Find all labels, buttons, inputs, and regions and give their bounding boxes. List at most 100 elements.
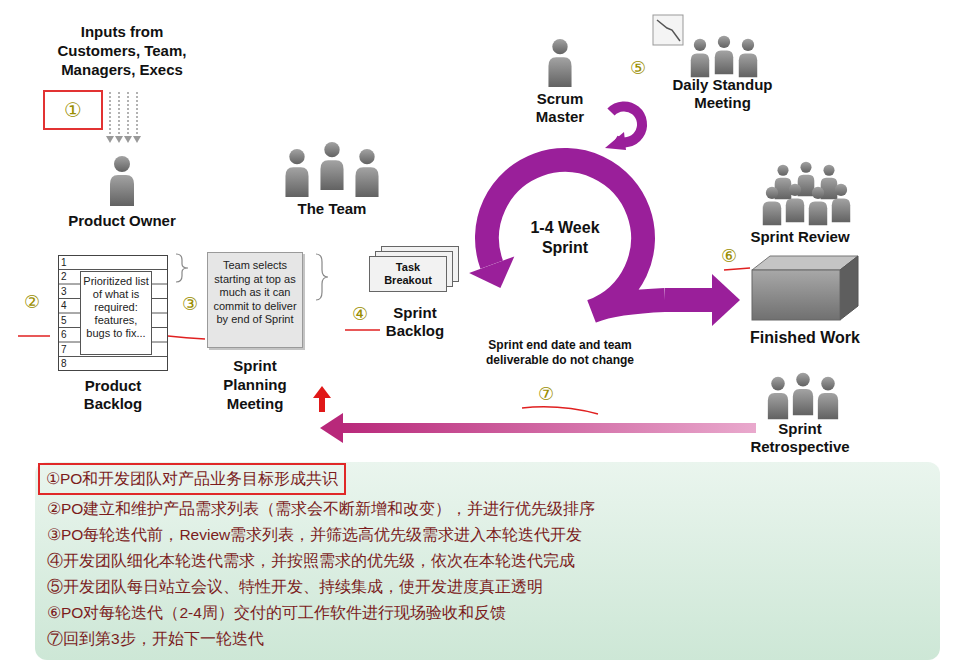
highlight-box: ①PO和开发团队对产品业务目标形成共识: [38, 463, 346, 495]
shape-g: [58, 270, 168, 357]
team-member-icon: [285, 149, 308, 197]
callout-number: ①: [64, 99, 82, 121]
step-text: ⑤开发团队每日站立会议、特性开发、持续集成，使开发进度真正透明: [47, 576, 543, 598]
sprint-cycle-ring: [487, 160, 665, 311]
row-number: 7: [61, 344, 73, 356]
team-member-icon: [355, 149, 378, 197]
shape-polygon: [106, 136, 114, 143]
annotation-line: [345, 329, 380, 331]
sprint-cycle-arrowhead: [469, 257, 514, 289]
step-text: ③PO每轮迭代前，Review需求列表，并筛选高优先级需求进入本轮迭代开发: [47, 524, 582, 546]
row-number: 2: [61, 271, 73, 283]
node-heading: Finished Work: [740, 328, 870, 348]
box-front-face: [752, 270, 840, 320]
bracket: [316, 254, 328, 300]
shape-rect: [653, 15, 683, 45]
callout-number: ④: [352, 304, 368, 324]
product-owner-icon: [110, 156, 134, 206]
shape-rect: [319, 397, 325, 412]
shape-line: [118, 92, 120, 136]
planning-box: Team selects starting at top as much as …: [207, 252, 303, 348]
shape-rect: [58, 255, 168, 371]
standup-member-icon: [739, 39, 757, 77]
callout-number: ②: [24, 292, 40, 312]
annotation-line: [18, 335, 50, 337]
sprint-planning-node: Team selects starting at top as much as …: [200, 252, 310, 417]
bracket: [176, 254, 188, 282]
finished-work-box: [740, 248, 870, 328]
shape-rect: [340, 423, 756, 433]
step-text: ①PO和开发团队对产品业务目标形成共识: [40, 465, 344, 493]
node-heading: Sprint Backlog: [365, 304, 465, 340]
daily-loop-arrow: [605, 106, 642, 150]
retrospective-icon: [793, 373, 813, 415]
sprint-backlog-stack: Task BreakoutSprint Backlog: [365, 246, 465, 346]
shape-line: [109, 92, 111, 136]
sprint-length: 1-4 Week Sprint: [515, 218, 615, 258]
callout-number: ⑤: [630, 58, 646, 78]
finished-work-node: Finished Work: [740, 248, 870, 352]
connector-line: [665, 288, 714, 312]
callout-box: ①: [43, 90, 103, 130]
event-label: Sprint Retrospective: [745, 420, 855, 456]
up-arrow: [313, 386, 331, 412]
shape-polygon: [320, 413, 343, 443]
product-backlog-list: Product Backlog Prioritized list of what …: [50, 255, 176, 415]
shape-line: [127, 92, 129, 136]
shape-path: [611, 106, 642, 142]
standup-member-icon: [715, 36, 733, 74]
scrum-master-icon: [548, 39, 571, 87]
backlog-description: Prioritized list of what is required: fe…: [81, 272, 151, 343]
backlog-description-box: Prioritized list of what is required: fe…: [80, 271, 152, 355]
node-heading: Sprint Planning Meeting: [200, 356, 310, 413]
task-card: Task Breakout: [369, 256, 447, 292]
annotation-line: [724, 268, 750, 270]
standup-member-icon: [691, 39, 709, 77]
row-number: 6: [61, 329, 73, 341]
role-label: Product Owner: [57, 212, 187, 230]
retrospective-icon: [768, 377, 788, 419]
callout-number: ⑥: [721, 246, 737, 266]
note-label: Sprint end date and team deliverable do …: [485, 338, 635, 368]
row-number: 8: [61, 358, 73, 370]
reviewer-icon: [786, 184, 804, 222]
flow-connector: [665, 274, 740, 326]
row-number: 1: [61, 257, 73, 269]
backlog-rows: [58, 255, 168, 371]
role-label: Scrum Master: [520, 90, 600, 126]
input-arrowheads: [106, 136, 141, 143]
node-heading: Product Backlog: [68, 377, 158, 413]
shape-line: [58, 356, 168, 357]
planning-description: Team selects starting at top as much as …: [211, 259, 299, 327]
retrospective-icon: [818, 377, 838, 419]
team-member-icon: [320, 142, 343, 190]
reviewer-icon: [763, 187, 781, 225]
steps-panel: ②PO建立和维护产品需求列表（需求会不断新增和改变），并进行优先级排序 ③PO每轮…: [35, 462, 940, 660]
event-label: Daily Standup Meeting: [660, 76, 785, 112]
input-arrows: [110, 92, 137, 136]
shape-polygon: [605, 132, 626, 150]
card-text: Task Breakout: [372, 261, 444, 287]
event-label: Sprint Review: [745, 228, 855, 246]
shape-polygon: [115, 136, 123, 143]
reviewer-icon: [809, 187, 827, 225]
reviewer-icon: [832, 184, 850, 222]
row-number: 5: [61, 315, 73, 327]
shape-path: [657, 20, 680, 41]
callout-number: ⑦: [538, 384, 554, 404]
shape-polygon: [313, 386, 331, 398]
row-number: 4: [61, 300, 73, 312]
source-label: Inputs from Customers, Team, Managers, E…: [47, 22, 197, 79]
box-side-face: [840, 256, 858, 320]
sprint-cycle-arrow: [465, 138, 665, 338]
annotation-line: [168, 336, 205, 339]
shape-line: [58, 269, 168, 270]
connector-arrowhead: [712, 274, 740, 326]
return-arrow: [320, 413, 756, 443]
shape-polygon: [133, 136, 141, 143]
shape-polygon: [124, 136, 132, 143]
row-number: 3: [61, 286, 73, 298]
step-text: ④开发团队细化本轮迭代需求，并按照需求的优先级，依次在本轮迭代完成: [47, 550, 575, 572]
step-text: ②PO建立和维护产品需求列表（需求会不断新增和改变），并进行优先级排序: [47, 498, 595, 520]
